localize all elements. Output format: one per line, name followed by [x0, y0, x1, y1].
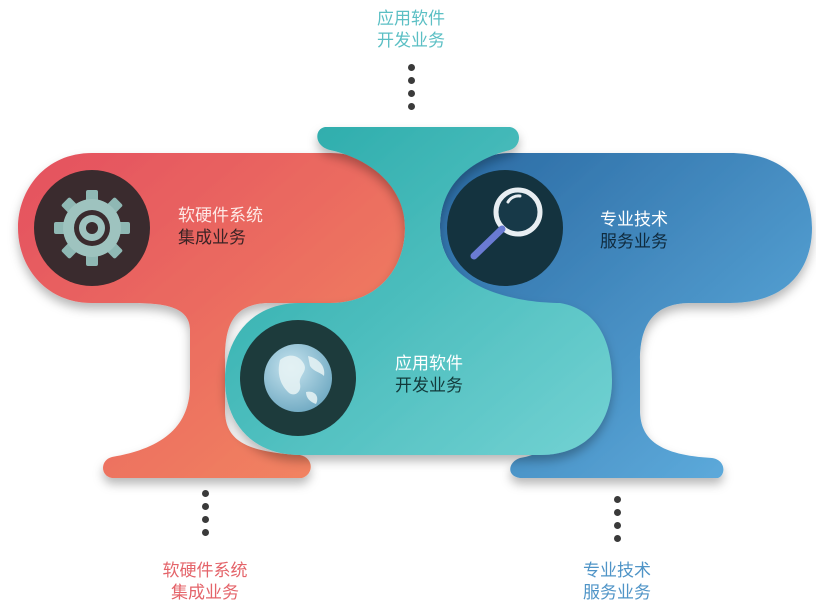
magnifier-icon [447, 170, 563, 286]
hardware-module-line2: 集成业务 [178, 228, 246, 248]
globe-icon [240, 320, 356, 436]
bottom-left-caption-line1: 软硬件系统 [162, 561, 248, 581]
bottom-right-caption-line2: 服务业务 [583, 583, 651, 603]
bottom-left-connector-dots [201, 490, 209, 542]
top-caption-line2: 开发业务 [377, 31, 445, 51]
top-connector-dots [407, 64, 415, 116]
hardware-module-label: 软硬件系统 集成业务 [178, 205, 308, 249]
bottom-right-caption: 专业技术 服务业务 [562, 560, 672, 604]
top-caption: 应用软件 开发业务 [356, 8, 466, 52]
gear-icon [34, 170, 150, 286]
service-module-line1: 专业技术 [600, 210, 668, 230]
top-caption-line1: 应用软件 [377, 9, 445, 29]
bottom-left-caption: 软硬件系统 集成业务 [145, 560, 265, 604]
software-module-line2: 开发业务 [395, 376, 463, 396]
bottom-right-connector-dots [613, 496, 621, 548]
bottom-left-caption-line2: 集成业务 [171, 583, 239, 603]
bottom-right-caption-line1: 专业技术 [583, 561, 651, 581]
service-module-line2: 服务业务 [600, 232, 668, 252]
software-module-line1: 应用软件 [395, 354, 463, 374]
service-module-label: 专业技术 服务业务 [600, 209, 720, 253]
hardware-module-line1: 软硬件系统 [178, 206, 263, 226]
software-module-label: 应用软件 开发业务 [395, 353, 515, 397]
